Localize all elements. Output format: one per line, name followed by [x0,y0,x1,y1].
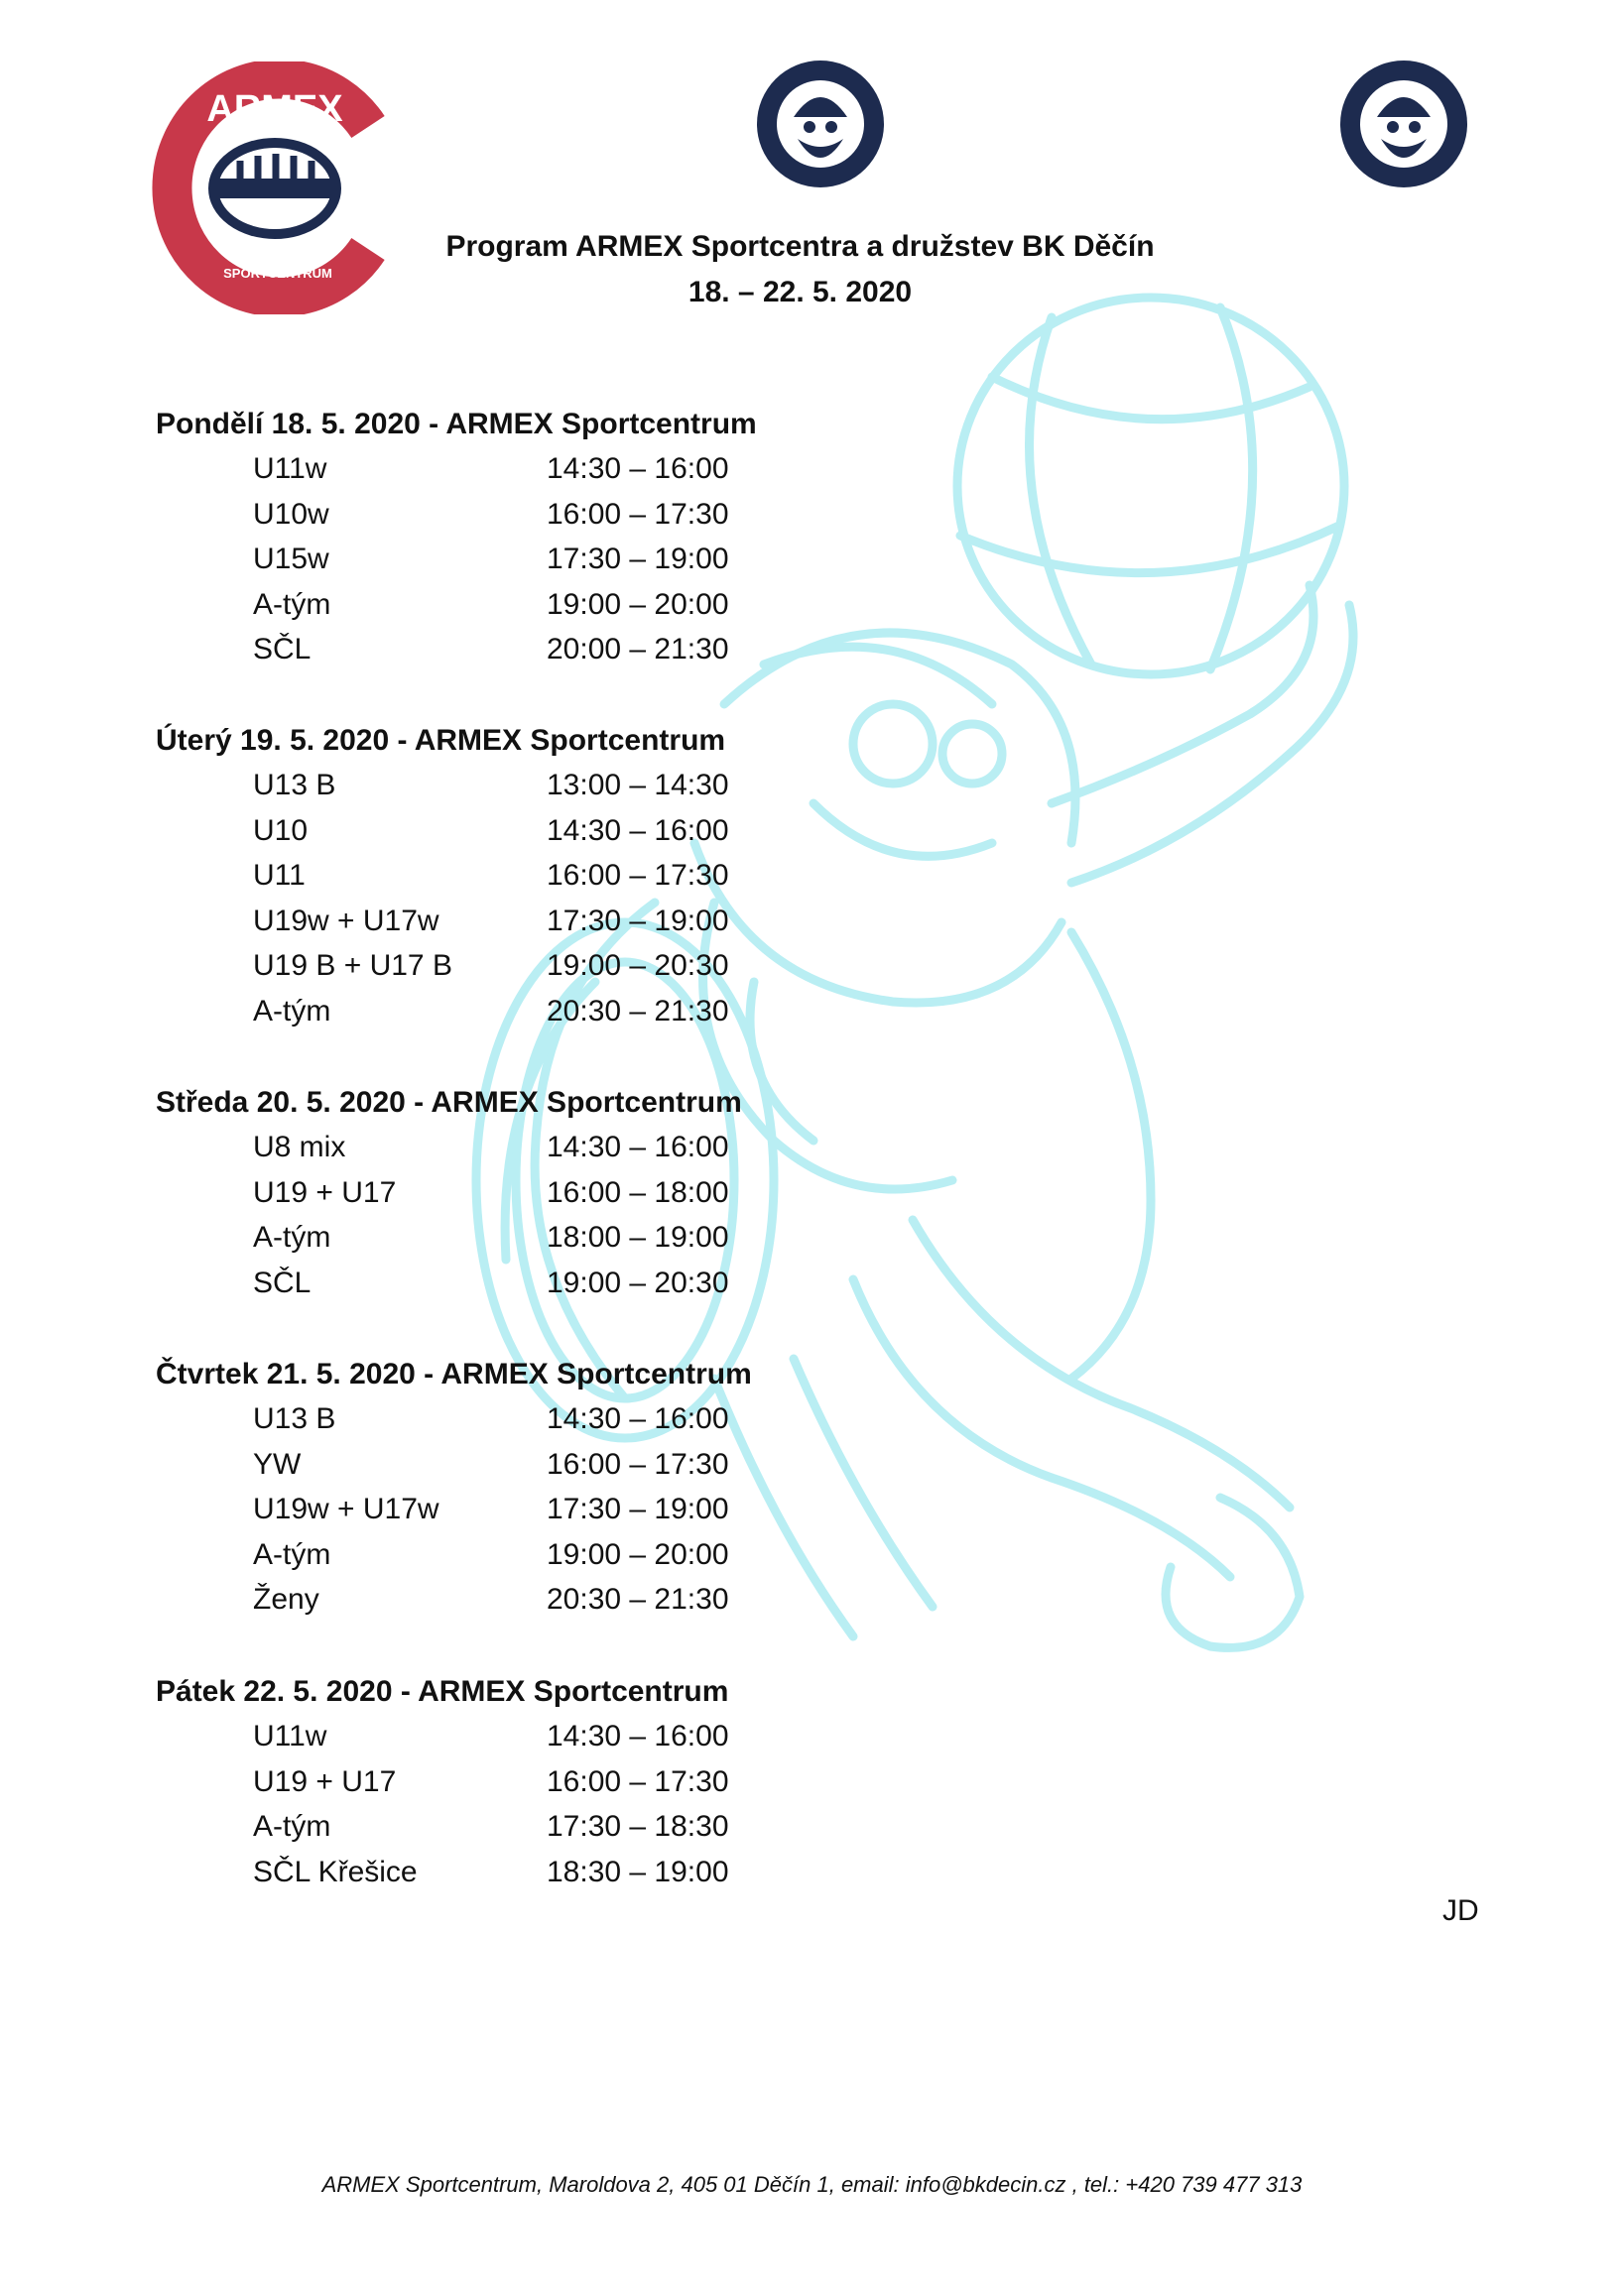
time-slot: 19:00 – 20:00 [547,1537,729,1571]
time-slot: 18:00 – 19:00 [547,1221,729,1255]
schedule-row: U13 B 14:30 – 16:00 [156,1396,752,1442]
day-heading: Středa 20. 5. 2020 - ARMEX Sportcentrum [156,1086,742,1119]
day-block-tuesday: Úterý 19. 5. 2020 - ARMEX Sportcentrum U… [156,719,729,1034]
time-slot: 20:30 – 21:30 [547,1583,729,1617]
time-slot: 14:30 – 16:00 [547,1720,729,1752]
team-name: U19w + U17w [253,904,439,937]
schedule-row: SČL 19:00 – 20:30 [156,1261,742,1306]
team-name: U13 B [253,1402,336,1435]
time-slot: 17:30 – 19:00 [547,1493,729,1526]
team-name: U19 B + U17 B [253,949,452,983]
team-name: A-tým [253,1221,331,1255]
team-name: U13 B [253,769,336,801]
time-slot: 14:30 – 16:00 [547,1402,729,1435]
schedule-row: U10 14:30 – 16:00 [156,808,729,854]
schedule-row: YW 16:00 – 17:30 [156,1442,752,1488]
schedule-row: U13 B 13:00 – 14:30 [156,763,729,808]
team-name: U11w [253,1720,327,1752]
team-name: U11w [253,452,327,485]
time-slot: 17:30 – 19:00 [547,543,729,576]
armex-sportcentrum-logo: ARMEX SPORTCENTRUM [152,61,385,314]
schedule-row: U8 mix 14:30 – 16:00 [156,1125,742,1170]
schedule-row: U19 + U17 16:00 – 17:30 [156,1759,729,1805]
team-name: U8 mix [253,1131,346,1163]
schedule-row: A-tým 17:30 – 18:30 [156,1804,729,1850]
schedule-row: U15w 17:30 – 19:00 [156,537,757,582]
time-slot: 20:00 – 21:30 [547,633,729,666]
time-slot: 19:00 – 20:30 [547,949,729,983]
team-name: U10 [253,813,309,847]
team-name: SČL Křešice [253,1855,418,1888]
team-name: U19 + U17 [253,1764,397,1798]
time-slot: 20:30 – 21:30 [547,994,729,1027]
page-title: Program ARMEX Sportcentra a družstev BK … [445,230,1155,263]
team-name: YW [253,1447,302,1481]
schedule-row: Ženy 20:30 – 21:30 [156,1577,752,1623]
team-name: U19 + U17 [253,1175,397,1209]
schedule-row: U19 B + U17 B 19:00 – 20:30 [156,943,729,989]
author-initials: JD [1442,1894,1479,1927]
page-subtitle: 18. – 22. 5. 2020 [687,276,913,308]
time-slot: 14:30 – 16:00 [547,452,729,485]
schedule-row: A-tým 18:00 – 19:00 [156,1215,742,1261]
time-slot: 19:00 – 20:30 [547,1266,729,1299]
team-name: Ženy [253,1583,319,1617]
time-slot: 19:00 – 20:00 [547,587,729,621]
time-slot: 16:00 – 18:00 [547,1175,729,1209]
schedule-row: SČL Křešice 18:30 – 19:00 [156,1850,729,1895]
day-block-wednesday: Středa 20. 5. 2020 - ARMEX Sportcentrum … [156,1081,742,1305]
time-slot: 18:30 – 19:00 [547,1855,729,1888]
schedule-row: U11 16:00 – 17:30 [156,853,729,899]
day-block-friday: Pátek 22. 5. 2020 - ARMEX Sportcentrum U… [156,1670,729,1894]
time-slot: 13:00 – 14:30 [547,769,729,801]
schedule-row: A-tým 20:30 – 21:30 [156,989,729,1034]
team-name: A-tým [253,587,331,621]
schedule-row: U11w 14:30 – 16:00 [156,446,757,492]
team-name: A-tým [253,1810,331,1844]
team-name: U19w + U17w [253,1493,439,1526]
time-slot: 16:00 – 17:30 [547,1764,729,1798]
time-slot: 17:30 – 18:30 [547,1810,729,1844]
day-heading: Čtvrtek 21. 5. 2020 - ARMEX Sportcentrum [156,1358,752,1390]
team-name: U10w [253,497,329,531]
day-block-monday: Pondělí 18. 5. 2020 - ARMEX Sportcentrum… [156,403,757,672]
sportcentrum-logo-text: SPORTCENTRUM [223,266,332,281]
team-name: U11 [253,859,306,893]
schedule-row: U19w + U17w 17:30 – 19:00 [156,899,729,944]
footer-contact: ARMEX Sportcentrum, Maroldova 2, 405 01 … [321,2172,1303,2197]
team-name: A-tým [253,1537,331,1571]
schedule-row: U11w 14:30 – 16:00 [156,1714,729,1759]
time-slot: 16:00 – 17:30 [547,1447,729,1481]
time-slot: 16:00 – 17:30 [547,859,729,893]
day-heading: Úterý 19. 5. 2020 - ARMEX Sportcentrum [156,724,726,757]
armex-logo-text: ARMEX [206,88,343,130]
schedule-row: U19w + U17w 17:30 – 19:00 [156,1487,752,1532]
time-slot: 17:30 – 19:00 [547,904,729,937]
team-name: U15w [253,543,329,576]
schedule-row: A-tým 19:00 – 20:00 [156,582,757,628]
day-heading: Pondělí 18. 5. 2020 - ARMEX Sportcentrum [156,408,757,440]
schedule-row: U10w 16:00 – 17:30 [156,492,757,538]
bk-armex-decin-logo [1340,60,1467,187]
team-name: A-tým [253,994,331,1027]
time-slot: 14:30 – 16:00 [547,1131,729,1163]
schedule-row: U19 + U17 16:00 – 18:00 [156,1170,742,1216]
team-name: SČL [253,633,312,666]
mascot-watermark-icon [471,293,1358,1652]
day-heading: Pátek 22. 5. 2020 - ARMEX Sportcentrum [156,1675,729,1708]
valecnici-decin-logo [757,60,884,187]
schedule-row: A-tým 19:00 – 20:00 [156,1532,752,1578]
schedule-row: SČL 20:00 – 21:30 [156,627,757,672]
day-block-thursday: Čtvrtek 21. 5. 2020 - ARMEX Sportcentrum… [156,1353,752,1623]
time-slot: 14:30 – 16:00 [547,813,729,847]
time-slot: 16:00 – 17:30 [547,497,729,531]
team-name: SČL [253,1266,312,1299]
